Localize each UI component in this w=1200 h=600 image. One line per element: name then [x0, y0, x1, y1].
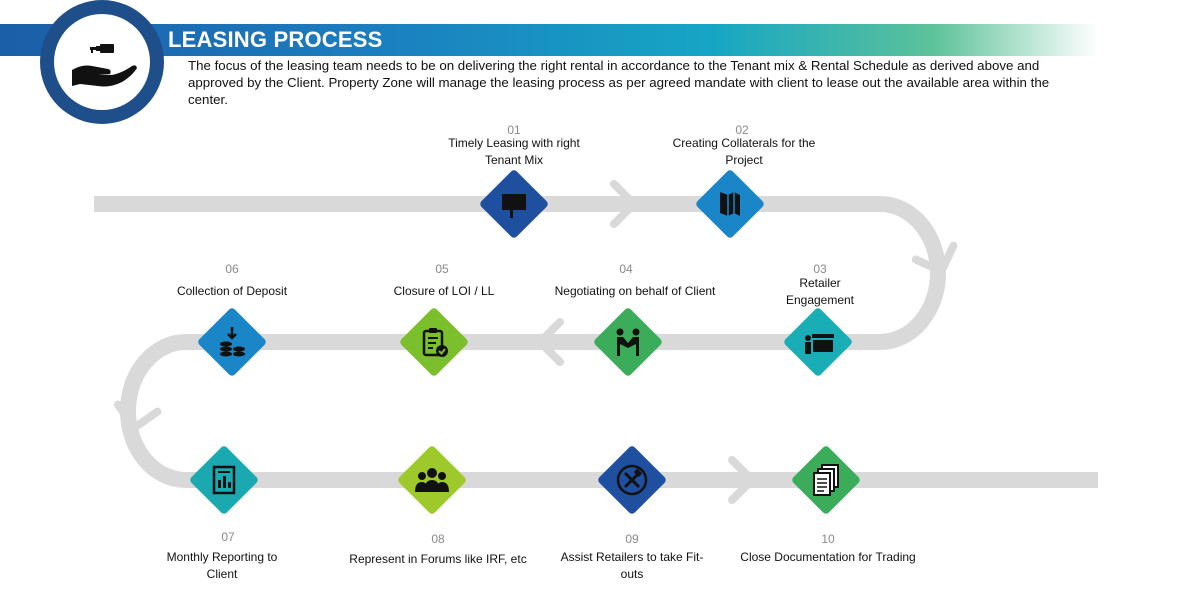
tools-icon [616, 464, 648, 496]
step-10-label: Close Documentation for Trading [740, 550, 916, 564]
clipboard-check-icon [422, 328, 448, 357]
step-09-label: Assist Retailers to take Fit-outs [560, 550, 704, 581]
hand-key-icon [72, 44, 137, 87]
retail-store-icon [805, 334, 834, 354]
report-icon [212, 465, 236, 495]
step-02-tile [694, 168, 766, 240]
step-04-tile [592, 306, 664, 378]
brochure-icon [720, 192, 740, 216]
logo-circle [54, 14, 150, 110]
coins-icon [220, 327, 245, 357]
step-04-number: 04 [619, 262, 633, 276]
step-03-label: Retailer Engagement [785, 276, 855, 307]
step-10-number: 10 [821, 532, 835, 546]
step-02-number: 02 [735, 123, 749, 137]
track-path [94, 196, 1098, 488]
step-10-tile [790, 444, 862, 516]
arrow-left-1 [536, 318, 564, 366]
step-06-label: Collection of Deposit [176, 284, 288, 298]
title-band [0, 24, 1098, 56]
step-05-tile [398, 306, 470, 378]
step-07-number: 07 [221, 530, 235, 544]
step-08-number: 08 [431, 532, 445, 546]
documents-icon [813, 464, 839, 496]
arrow-right-2 [728, 456, 756, 504]
page-title: LEASING PROCESS [168, 27, 383, 52]
intro-paragraph: The focus of the leasing team needs to b… [188, 58, 1050, 107]
step-06-tile [196, 306, 268, 378]
step-01-label: Timely Leasing with right Tenant Mix [448, 136, 580, 167]
step-05-label: Closure of LOI / LL [393, 284, 495, 298]
step-07-label: Monthly Reporting to Client [166, 550, 278, 581]
step-06-number: 06 [225, 262, 239, 276]
arrow-down-right [911, 241, 958, 276]
leasing-sign-icon [502, 194, 526, 218]
step-03-tile [782, 306, 854, 378]
step-01-tile [478, 168, 550, 240]
group-icon [415, 468, 449, 492]
arrow-right-1 [610, 180, 638, 228]
step-08-label: Represent in Forums like IRF, etc [349, 552, 527, 566]
handshake-icon [616, 328, 640, 356]
step-04-label: Negotiating on behalf of Client [554, 284, 716, 298]
step-01-number: 01 [507, 123, 521, 137]
step-05-number: 05 [435, 262, 449, 276]
step-07-tile [188, 444, 260, 516]
step-03-number: 03 [813, 262, 827, 276]
step-02-label: Creating Collaterals for the Project [672, 136, 816, 167]
step-09-number: 09 [625, 532, 639, 546]
step-09-tile [596, 444, 668, 516]
arrow-down-left [114, 400, 162, 432]
step-08-tile [396, 444, 468, 516]
